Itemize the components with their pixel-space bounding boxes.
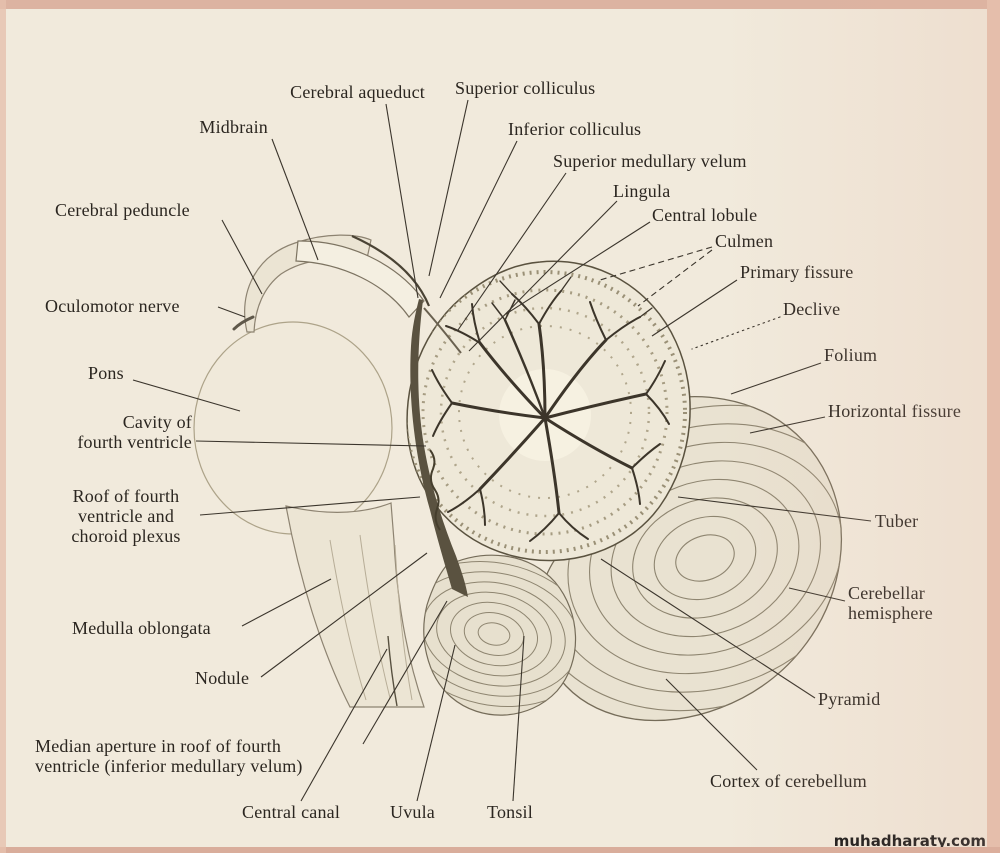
scan-edge-top bbox=[0, 0, 1000, 9]
leader-cavity-of-fourth-ventricle bbox=[195, 440, 427, 447]
vermis-folia-texture bbox=[407, 270, 687, 554]
scan-edge-bottom bbox=[0, 847, 1000, 853]
leader-cerebral-peduncle bbox=[221, 219, 263, 295]
label-horizontal-fissure: Horizontal fissure bbox=[828, 401, 962, 421]
label-uvula: Uvula bbox=[390, 802, 435, 822]
label-cortex-of-cerebellum: Cortex of cerebellum bbox=[710, 771, 867, 791]
label-roof-of-fourth-ventricle-and-choroid-plexus: Roof of fourth ventricle and choroid ple… bbox=[71, 486, 181, 547]
leader-cerebellar-hemisphere bbox=[788, 587, 846, 602]
label-tuber: Tuber bbox=[875, 511, 919, 531]
tonsil-lobe-shape bbox=[423, 554, 577, 716]
leader-median-aperture bbox=[362, 600, 448, 745]
label-cerebral-aqueduct: Cerebral aqueduct bbox=[290, 82, 425, 102]
midbrain-band bbox=[295, 240, 425, 318]
tonsil-folia bbox=[423, 561, 576, 707]
label-primary-fissure: Primary fissure bbox=[740, 262, 854, 282]
label-declive: Declive bbox=[783, 299, 841, 319]
label-cavity-of-fourth-ventricle: Cavity of fourth ventricle bbox=[77, 412, 192, 453]
leader-medulla-oblongata bbox=[241, 578, 332, 627]
label-medulla-oblongata: Medulla oblongata bbox=[72, 618, 211, 638]
leader-cerebral-aqueduct bbox=[385, 103, 419, 299]
leader-midbrain bbox=[271, 138, 319, 261]
scan-edge-right bbox=[987, 0, 1000, 853]
leader-oculomotor-nerve bbox=[217, 306, 246, 318]
leader-central-lobule bbox=[505, 221, 651, 315]
label-cerebral-peduncle: Cerebral peduncle bbox=[55, 200, 190, 220]
label-tonsil: Tonsil bbox=[487, 802, 533, 822]
label-central-lobule: Central lobule bbox=[652, 205, 758, 225]
leader-roof-of-fourth-ventricle bbox=[199, 496, 421, 516]
label-lingula: Lingula bbox=[613, 181, 671, 201]
label-pons: Pons bbox=[88, 363, 124, 383]
leader-declive bbox=[691, 316, 781, 350]
leader-nodule bbox=[260, 552, 428, 678]
leader-cortex-of-cerebellum bbox=[665, 678, 758, 771]
leader-horizontal-fissure bbox=[749, 416, 826, 434]
choroid-plexus-squiggle bbox=[429, 449, 441, 531]
leader-central-canal bbox=[300, 648, 388, 802]
leader-inferior-colliculus bbox=[439, 140, 518, 299]
leader-superior-colliculus bbox=[428, 99, 469, 277]
medulla-texture bbox=[329, 534, 413, 701]
watermark: muhadharaty.com bbox=[833, 832, 986, 850]
oculomotor-nerve-stub bbox=[232, 315, 255, 331]
label-central-canal: Central canal bbox=[242, 802, 341, 822]
leader-lines bbox=[132, 99, 872, 802]
leader-lingula bbox=[468, 200, 618, 352]
label-nodule: Nodule bbox=[195, 668, 250, 688]
arbor-vitae-branches bbox=[431, 276, 670, 542]
leader-tuber bbox=[677, 496, 872, 522]
label-superior-colliculus: Superior colliculus bbox=[455, 78, 596, 98]
midbrain-tectum-edge bbox=[351, 234, 431, 307]
label-oculomotor-nerve: Oculomotor nerve bbox=[45, 296, 180, 316]
label-folium: Folium bbox=[824, 345, 878, 365]
fourth-ventricle-cavity bbox=[410, 299, 468, 597]
leader-pyramid bbox=[600, 558, 816, 699]
label-cerebellar-hemisphere: Cerebellar hemisphere bbox=[848, 583, 933, 624]
leader-folium bbox=[730, 362, 822, 395]
label-superior-medullary-velum: Superior medullary velum bbox=[553, 151, 747, 171]
label-midbrain: Midbrain bbox=[199, 117, 268, 137]
leader-superior-medullary-velum bbox=[457, 172, 567, 331]
leader-uvula bbox=[416, 644, 456, 802]
central-canal-line bbox=[387, 635, 398, 707]
leader-tonsil bbox=[512, 635, 525, 802]
leader-culmen-1 bbox=[599, 246, 713, 281]
label-median-aperture: Median aperture in roof of fourth ventri… bbox=[35, 736, 303, 777]
cerebral-peduncle-shape bbox=[244, 234, 372, 333]
label-pyramid: Pyramid bbox=[818, 689, 881, 709]
superior-medullary-velum-line bbox=[423, 307, 462, 354]
leader-culmen-2 bbox=[637, 249, 713, 307]
scan-edge-left bbox=[0, 0, 6, 853]
label-culmen: Culmen bbox=[715, 231, 774, 251]
leader-primary-fissure bbox=[651, 279, 738, 337]
leader-pons bbox=[132, 379, 241, 412]
label-inferior-colliculus: Inferior colliculus bbox=[508, 119, 642, 139]
